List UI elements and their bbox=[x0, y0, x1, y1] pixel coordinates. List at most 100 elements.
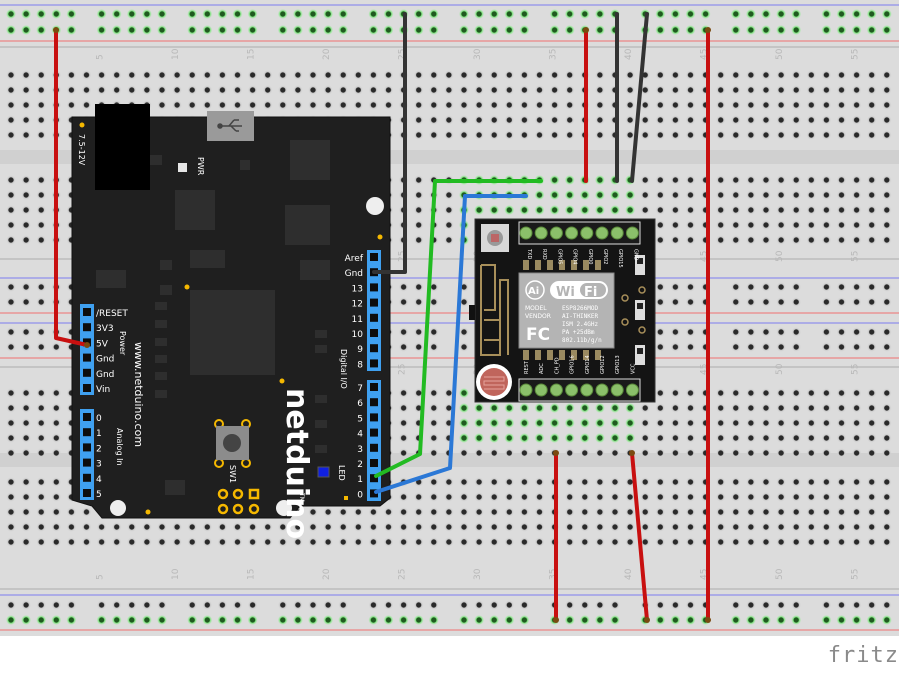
breadboard-hole[interactable] bbox=[806, 537, 817, 547]
breadboard-hole[interactable] bbox=[594, 477, 605, 487]
breadboard-hole[interactable] bbox=[504, 477, 515, 487]
header-pin[interactable] bbox=[370, 398, 378, 407]
breadboard-hole[interactable] bbox=[776, 507, 787, 517]
breadboard-hole[interactable] bbox=[670, 190, 681, 200]
breadboard-hole[interactable] bbox=[81, 537, 92, 547]
breadboard-hole[interactable] bbox=[262, 70, 273, 80]
rail-hole[interactable] bbox=[564, 25, 575, 35]
rail-hole[interactable] bbox=[610, 600, 620, 610]
breadboard-hole[interactable] bbox=[670, 100, 681, 110]
breadboard-hole[interactable] bbox=[806, 205, 817, 215]
breadboard-hole[interactable] bbox=[881, 537, 892, 547]
rail-hole[interactable] bbox=[66, 600, 77, 610]
breadboard-hole[interactable] bbox=[806, 403, 817, 413]
rail-hole[interactable] bbox=[6, 342, 16, 352]
breadboard-hole[interactable] bbox=[670, 492, 681, 502]
breadboard-hole[interactable] bbox=[36, 507, 47, 517]
breadboard-hole[interactable] bbox=[277, 522, 288, 532]
breadboard-hole[interactable] bbox=[111, 85, 122, 95]
breadboard-hole[interactable] bbox=[791, 130, 802, 140]
breadboard-hole[interactable] bbox=[655, 70, 666, 80]
rail-hole[interactable] bbox=[776, 600, 787, 610]
rail-hole[interactable] bbox=[776, 615, 787, 625]
breadboard-hole[interactable] bbox=[217, 85, 228, 95]
status-led[interactable] bbox=[317, 466, 330, 478]
rail-hole[interactable] bbox=[66, 615, 77, 625]
rail-hole[interactable] bbox=[217, 600, 228, 610]
rail-hole[interactable] bbox=[504, 615, 515, 625]
breadboard-hole[interactable] bbox=[6, 433, 16, 443]
rail-hole[interactable] bbox=[292, 615, 303, 625]
breadboard-hole[interactable] bbox=[338, 100, 349, 110]
breadboard-hole[interactable] bbox=[534, 507, 545, 517]
breadboard-hole[interactable] bbox=[36, 403, 47, 413]
esp8266-module[interactable]: Ai Wi Fi MODEL VENDOR ESP8266MOD AI-THIN… bbox=[469, 218, 656, 403]
rail-hole[interactable] bbox=[157, 25, 167, 35]
breadboard-hole[interactable] bbox=[685, 130, 696, 140]
breadboard-hole[interactable] bbox=[504, 448, 515, 458]
breadboard-hole[interactable] bbox=[413, 70, 424, 80]
breadboard-hole[interactable] bbox=[745, 100, 756, 110]
rail-hole[interactable] bbox=[202, 600, 213, 610]
breadboard-hole[interactable] bbox=[51, 403, 62, 413]
breadboard-hole[interactable] bbox=[866, 492, 877, 502]
breadboard-hole[interactable] bbox=[715, 220, 726, 230]
breadboard-hole[interactable] bbox=[519, 115, 530, 125]
breadboard-hole[interactable] bbox=[564, 100, 575, 110]
breadboard-hole[interactable] bbox=[685, 448, 696, 458]
rail-hole[interactable] bbox=[217, 9, 228, 19]
breadboard-hole[interactable] bbox=[670, 477, 681, 487]
esp-pin[interactable] bbox=[625, 226, 639, 240]
breadboard-hole[interactable] bbox=[821, 448, 832, 458]
breadboard-hole[interactable] bbox=[715, 190, 726, 200]
breadboard-hole[interactable] bbox=[489, 100, 500, 110]
rail-hole[interactable] bbox=[655, 282, 666, 292]
rail-hole[interactable] bbox=[398, 600, 409, 610]
breadboard-hole[interactable] bbox=[398, 433, 409, 443]
rail-hole[interactable] bbox=[866, 297, 877, 307]
breadboard-hole[interactable] bbox=[776, 220, 787, 230]
rail-hole[interactable] bbox=[791, 282, 802, 292]
rail-hole[interactable] bbox=[6, 282, 16, 292]
breadboard-hole[interactable] bbox=[625, 418, 636, 428]
breadboard-hole[interactable] bbox=[474, 100, 485, 110]
rail-hole[interactable] bbox=[247, 600, 258, 610]
breadboard-hole[interactable] bbox=[685, 433, 696, 443]
breadboard-hole[interactable] bbox=[36, 115, 47, 125]
rail-hole[interactable] bbox=[474, 600, 485, 610]
esp-pin[interactable] bbox=[610, 383, 624, 397]
breadboard-hole[interactable] bbox=[519, 433, 530, 443]
breadboard-hole[interactable] bbox=[594, 522, 605, 532]
rail-hole[interactable] bbox=[851, 327, 862, 337]
breadboard-hole[interactable] bbox=[564, 115, 575, 125]
rail-hole[interactable] bbox=[655, 327, 666, 337]
breadboard-hole[interactable] bbox=[806, 175, 817, 185]
breadboard-hole[interactable] bbox=[745, 388, 756, 398]
breadboard-hole[interactable] bbox=[323, 537, 334, 547]
breadboard-hole[interactable] bbox=[791, 100, 802, 110]
breadboard-hole[interactable] bbox=[217, 70, 228, 80]
rail-hole[interactable] bbox=[881, 9, 892, 19]
breadboard-hole[interactable] bbox=[353, 85, 364, 95]
rail-hole[interactable] bbox=[670, 297, 681, 307]
breadboard-hole[interactable] bbox=[519, 507, 530, 517]
breadboard-hole[interactable] bbox=[504, 115, 515, 125]
rail-hole[interactable] bbox=[187, 9, 198, 19]
rail-hole[interactable] bbox=[338, 615, 349, 625]
breadboard-hole[interactable] bbox=[791, 403, 802, 413]
breadboard-hole[interactable] bbox=[640, 433, 651, 443]
breadboard-hole[interactable] bbox=[776, 433, 787, 443]
breadboard-hole[interactable] bbox=[821, 115, 832, 125]
breadboard-hole[interactable] bbox=[6, 235, 16, 245]
breadboard-hole[interactable] bbox=[730, 507, 741, 517]
rail-hole[interactable] bbox=[670, 600, 681, 610]
breadboard-hole[interactable] bbox=[504, 492, 515, 502]
breadboard-hole[interactable] bbox=[443, 205, 454, 215]
breadboard-hole[interactable] bbox=[836, 403, 847, 413]
rail-hole[interactable] bbox=[51, 615, 62, 625]
rail-hole[interactable] bbox=[383, 25, 394, 35]
breadboard-hole[interactable] bbox=[806, 507, 817, 517]
rail-hole[interactable] bbox=[519, 600, 530, 610]
breadboard-hole[interactable] bbox=[730, 70, 741, 80]
breadboard-hole[interactable] bbox=[806, 85, 817, 95]
